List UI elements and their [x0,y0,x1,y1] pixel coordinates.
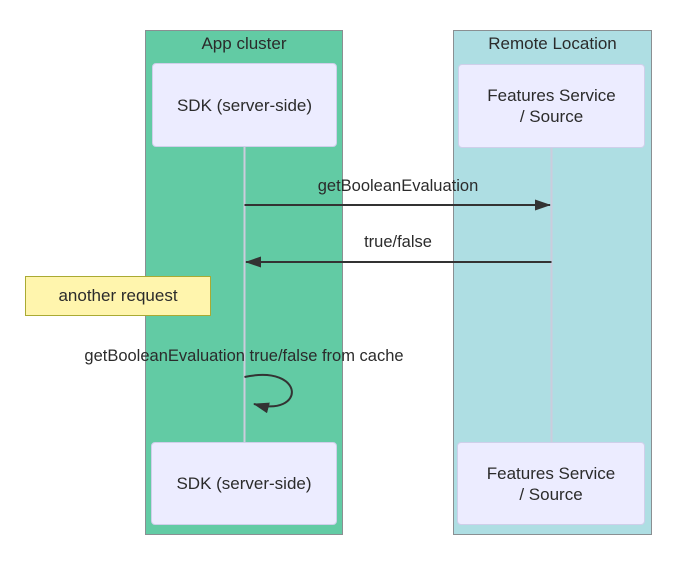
actor-box-sdk-bottom: SDK (server-side) [151,442,337,525]
group-title-remote-location: Remote Location [488,34,617,53]
actor-label-line2: / Source [519,484,583,504]
actor-label: SDK (server-side) [176,95,313,115]
group-title-app-cluster: App cluster [201,34,287,53]
message-label-cached-evaluation: getBooleanEvaluation true/false from cac… [84,347,404,365]
actor-label-line1: Features Service [486,463,616,483]
actor-box-features-service-bottom: Features Service / Source [457,442,645,525]
actor-box-features-service-top: Features Service / Source [458,64,645,148]
message-label-true-false: true/false [364,233,432,251]
actor-label-line2: / Source [519,107,584,126]
actor-label-line1: Features Service [487,86,616,105]
actor-label: SDK (server-side) [176,474,312,493]
actor-box-sdk-top: SDK (server-side) [152,63,337,147]
message-label-get-boolean-evaluation: getBooleanEvaluation [317,177,479,195]
note-another-request: another request [25,276,211,316]
